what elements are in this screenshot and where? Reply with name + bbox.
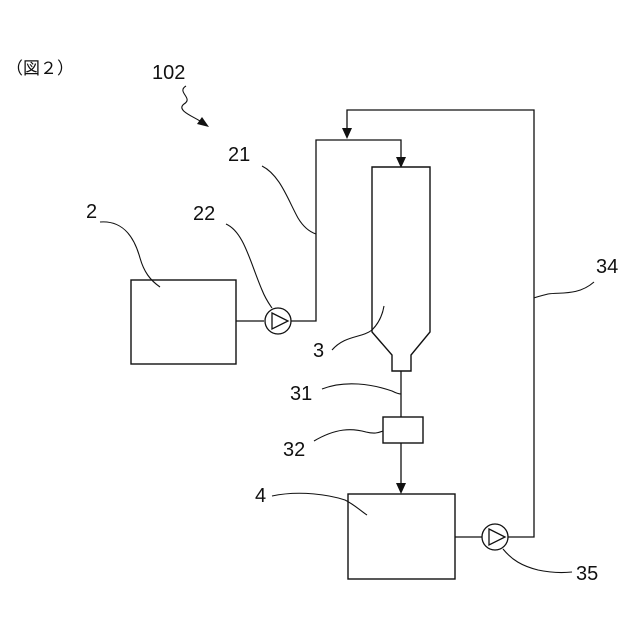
line-34-label: 34 bbox=[596, 256, 618, 278]
system-ref-label: 102 bbox=[152, 62, 185, 84]
pump-22-label: 22 bbox=[193, 203, 215, 225]
device-32-label: 32 bbox=[283, 439, 305, 461]
line-21-leader bbox=[262, 166, 316, 234]
tank-4-label: 4 bbox=[255, 485, 266, 507]
pump-35 bbox=[482, 524, 508, 550]
line-31-label: 31 bbox=[290, 383, 312, 405]
device-32-leader bbox=[314, 430, 383, 441]
line-34-leader bbox=[534, 282, 594, 298]
system-ref-arrowhead bbox=[197, 117, 209, 127]
line-31-leader bbox=[322, 384, 401, 394]
vessel-3 bbox=[372, 167, 430, 371]
tank-4-inlet-arrowhead bbox=[396, 483, 406, 494]
device-32 bbox=[383, 417, 423, 443]
vessel-3-label: 3 bbox=[313, 340, 324, 362]
pump-22 bbox=[265, 308, 291, 334]
system-ref-leader bbox=[182, 86, 200, 121]
figure-caption: （図２） bbox=[6, 59, 74, 79]
pump-35-symbol bbox=[489, 529, 505, 545]
pump-35-label: 35 bbox=[576, 563, 598, 585]
line-21-label: 21 bbox=[228, 144, 250, 166]
tank-2-leader bbox=[100, 222, 160, 287]
pump-22-symbol bbox=[272, 313, 288, 329]
line-34-arrowhead bbox=[342, 128, 352, 139]
tank-2 bbox=[131, 280, 236, 364]
pump-35-leader bbox=[503, 549, 572, 573]
tank-4 bbox=[348, 494, 455, 579]
tank-2-label: 2 bbox=[86, 201, 97, 223]
